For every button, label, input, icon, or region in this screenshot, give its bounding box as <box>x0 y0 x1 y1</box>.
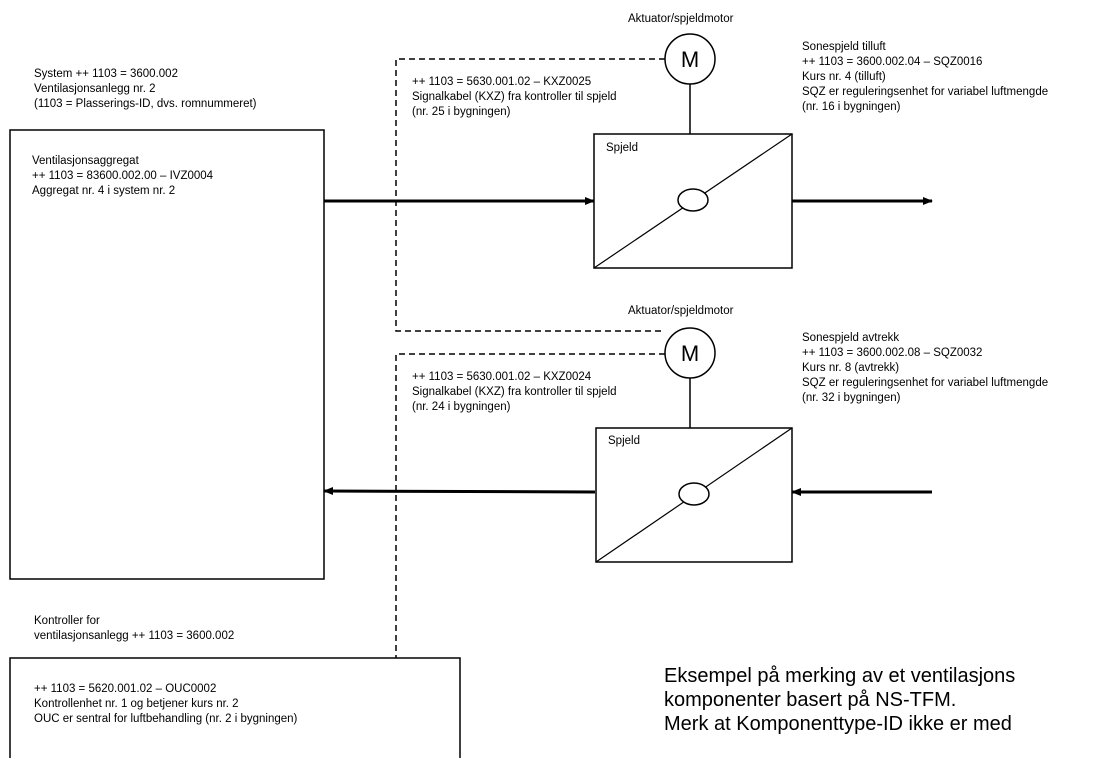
controller-box-line2: Kontrollenhet nr. 1 og betjener kurs nr.… <box>34 698 239 710</box>
supply-damper-line3: Kurs nr. 4 (tilluft) <box>802 71 886 83</box>
supply-damper-box-label: Spjeld <box>606 142 638 154</box>
caption: Eksempel på merking av et ventilasjons k… <box>664 664 1015 736</box>
unit-box-line3: Aggregat nr. 4 i system nr. 2 <box>32 185 176 197</box>
system-label-line3: (1103 = Plasserings-ID, dvs. romnummeret… <box>34 98 257 110</box>
exhaust-actuator-symbol: M <box>681 341 699 366</box>
system-label: System ++ 1103 = 3600.002 Ventilasjonsan… <box>34 67 257 112</box>
cable-top-line2: Signalkabel (KXZ) fra kontroller til spj… <box>412 91 617 103</box>
supply-damper-label: Sonespjeld tilluft ++ 1103 = 3600.002.04… <box>802 40 1048 115</box>
controller-label-line2: ventilasjonsanlegg ++ 1103 = 3600.002 <box>34 630 235 642</box>
exhaust-damper-line5: (nr. 32 i bygningen) <box>802 392 901 404</box>
controller-label-line1: Kontroller for <box>34 615 100 627</box>
controller-label: Kontroller for ventilasjonsanlegg ++ 110… <box>34 614 234 644</box>
exhaust-damper-line1: Sonespjeld avtrekk <box>802 332 900 344</box>
caption-line3: Merk at Komponenttype-ID ikke er med <box>664 713 1012 735</box>
exhaust-actuator-motor <box>664 327 716 379</box>
cable-bottom-line1: ++ 1103 = 5630.001.02 – KXZ0024 <box>412 371 592 383</box>
controller-box-line3: OUC er sentral for luftbehandling (nr. 2… <box>34 713 298 725</box>
system-label-line1: System ++ 1103 = 3600.002 <box>34 68 178 80</box>
cable-top-line3: (nr. 25 i bygningen) <box>412 106 511 118</box>
exhaust-damper-blade <box>678 482 710 506</box>
actuator-top-title: Aktuator/spjeldmotor <box>628 13 734 25</box>
supply-damper-blade <box>677 188 709 212</box>
signal-cable-kxz0024 <box>395 353 665 658</box>
unit-box-line1: Ventilasjonsaggregat <box>32 155 139 167</box>
unit-box-line2: ++ 1103 = 83600.002.00 – IVZ0004 <box>32 170 214 182</box>
caption-line2: komponenter basert på NS-TFM. <box>664 689 957 711</box>
cable-top-label: ++ 1103 = 5630.001.02 – KXZ0025 Signalka… <box>412 75 617 120</box>
cable-bottom-line2: Signalkabel (KXZ) fra kontroller til spj… <box>412 386 617 398</box>
exhaust-damper-label: Sonespjeld avtrekk ++ 1103 = 3600.002.08… <box>802 331 1048 406</box>
supply-damper-line1: Sonespjeld tilluft <box>802 41 886 53</box>
exhaust-damper-line3: Kurs nr. 8 (avtrekk) <box>802 362 900 374</box>
supply-damper-line2: ++ 1103 = 3600.002.04 – SQZ0016 <box>802 56 983 68</box>
controller-box <box>9 657 461 758</box>
controller-box-label: ++ 1103 = 5620.001.02 – OUC0002 Kontroll… <box>34 682 297 727</box>
ventilation-unit-box <box>9 129 325 580</box>
cable-bottom-line3: (nr. 24 i bygningen) <box>412 401 511 413</box>
signal-cable-kxz0025 <box>395 58 665 332</box>
unit-box-label: Ventilasjonsaggregat ++ 1103 = 83600.002… <box>32 154 213 199</box>
actuator-bottom-title: Aktuator/spjeldmotor <box>628 305 734 317</box>
exhaust-duct-out <box>323 487 596 496</box>
system-label-line2: Ventilasjonsanlegg nr. 2 <box>34 83 156 95</box>
cable-bottom-label: ++ 1103 = 5630.001.02 – KXZ0024 Signalka… <box>412 370 617 415</box>
caption-line1: Eksempel på merking av et ventilasjons <box>664 665 1016 687</box>
exhaust-damper-line2: ++ 1103 = 3600.002.08 – SQZ0032 <box>802 347 983 359</box>
cable-top-line1: ++ 1103 = 5630.001.02 – KXZ0025 <box>412 76 592 88</box>
supply-damper-line5: (nr. 16 i bygningen) <box>802 101 901 113</box>
exhaust-damper-box-label: Spjeld <box>608 435 640 447</box>
controller-box-line1: ++ 1103 = 5620.001.02 – OUC0002 <box>34 683 217 695</box>
exhaust-damper-line4: SQZ er reguleringsenhet for variabel luf… <box>802 377 1049 389</box>
supply-actuator-symbol: M <box>681 47 699 72</box>
supply-damper-line4: SQZ er reguleringsenhet for variabel luf… <box>802 86 1049 98</box>
